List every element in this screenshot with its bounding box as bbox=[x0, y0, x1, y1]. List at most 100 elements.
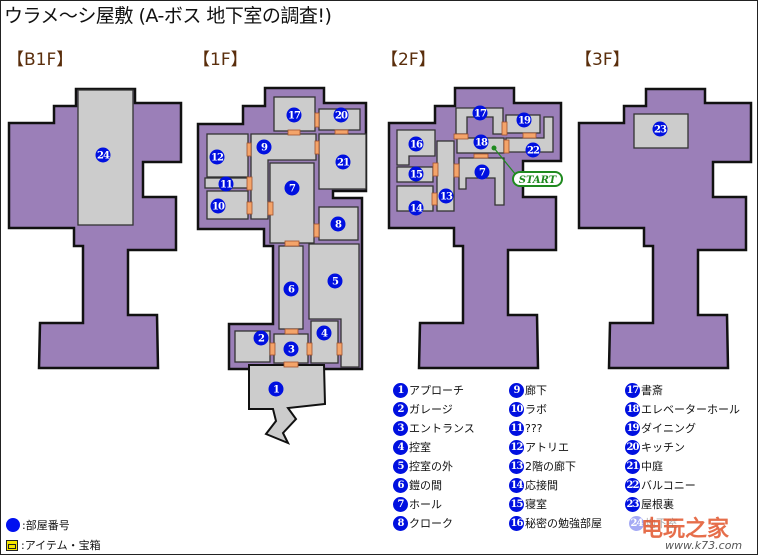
room-number: 24 bbox=[97, 151, 110, 162]
room-marker-14: 14 bbox=[408, 200, 424, 216]
room-number: 12 bbox=[211, 153, 224, 164]
room-marker-19: 19 bbox=[516, 112, 532, 128]
room-marker-circle bbox=[473, 134, 489, 150]
room-4 bbox=[310, 320, 339, 364]
room-marker-circle bbox=[253, 330, 269, 346]
room-marker-23: 23 bbox=[652, 121, 668, 137]
room-marker-circle bbox=[218, 176, 234, 192]
legend-label: 廊下 bbox=[525, 384, 547, 397]
legend-label: 応接間 bbox=[525, 479, 558, 492]
room-marker-circle bbox=[327, 273, 343, 289]
legend-number: 22 bbox=[625, 477, 640, 493]
door bbox=[473, 153, 489, 159]
room-number: 14 bbox=[410, 204, 423, 215]
door bbox=[246, 201, 253, 215]
room-1 bbox=[248, 364, 327, 445]
floor-label-3f: 【3F】 bbox=[575, 50, 630, 70]
room-marker-circle bbox=[438, 188, 454, 204]
room-marker-8: 8 bbox=[330, 216, 346, 232]
legend-number: 4 bbox=[393, 439, 408, 455]
door bbox=[336, 342, 343, 356]
page-title: ウラメ〜シ屋敷 (A-ボス 地下室の調査!) bbox=[4, 5, 332, 27]
room-number: 16 bbox=[410, 140, 423, 151]
start-pointer-line bbox=[493, 147, 517, 176]
room-marker-circle bbox=[408, 166, 424, 182]
room-number: 13 bbox=[440, 192, 453, 203]
legend-label: 寝室 bbox=[525, 498, 547, 511]
room-number-marker-icon bbox=[6, 518, 20, 532]
legend-number: 24 bbox=[629, 515, 644, 531]
room-marker-circle bbox=[286, 107, 302, 123]
watermark-brand: 电玩之家 bbox=[641, 517, 730, 542]
legend-number: 9 bbox=[509, 382, 524, 398]
room-marker-15: 15 bbox=[408, 166, 424, 182]
room-7-1f bbox=[269, 162, 315, 244]
legend-label: ラボ bbox=[525, 403, 547, 416]
building-2f bbox=[387, 86, 563, 370]
legend-number: 2 bbox=[393, 401, 408, 417]
door bbox=[432, 162, 439, 177]
door bbox=[314, 112, 320, 128]
door bbox=[334, 129, 349, 135]
room-number: 7 bbox=[289, 184, 296, 195]
room-number: 11 bbox=[220, 180, 232, 191]
door bbox=[453, 163, 460, 178]
legend-number: 10 bbox=[509, 401, 524, 417]
room-marker-circle bbox=[333, 107, 349, 123]
legend-label: ??? bbox=[525, 421, 543, 435]
legend-number: 14 bbox=[509, 477, 524, 493]
room-marker-circle bbox=[652, 121, 668, 137]
legend-number: 15 bbox=[509, 496, 524, 512]
room-number: 15 bbox=[410, 170, 423, 181]
legend-number: 3 bbox=[393, 420, 408, 436]
room-marker-5: 5 bbox=[327, 273, 343, 289]
building-3f bbox=[577, 87, 753, 370]
room-marker-2: 2 bbox=[253, 330, 269, 346]
room-number: 17 bbox=[474, 109, 487, 120]
key-item-chest: :アイテム・宝箱 bbox=[6, 537, 101, 553]
room-9 bbox=[250, 133, 317, 220]
legend-number: 12 bbox=[509, 439, 524, 455]
floor-label-2f: 【2F】 bbox=[381, 50, 436, 70]
legend-label: 秘密の勉強部屋 bbox=[525, 517, 602, 530]
legend-label: 控室 bbox=[409, 441, 431, 454]
room-number: 17 bbox=[288, 111, 301, 122]
door bbox=[431, 192, 438, 206]
room-marker-circle bbox=[516, 112, 532, 128]
start-label: START bbox=[519, 175, 558, 186]
floor-label-b1f: 【B1F】 bbox=[7, 50, 74, 70]
door bbox=[267, 201, 274, 216]
room-marker-circle bbox=[95, 147, 111, 163]
room-5 bbox=[308, 243, 360, 368]
room-marker-circle bbox=[209, 149, 225, 165]
start-point-icon bbox=[491, 145, 497, 151]
room-marker-3: 3 bbox=[283, 341, 299, 357]
legend-label: エレベーターホール bbox=[641, 403, 740, 416]
room-number: 5 bbox=[332, 277, 339, 288]
room-marker-12: 12 bbox=[209, 149, 225, 165]
door bbox=[284, 328, 299, 335]
room-marker-circle bbox=[316, 325, 332, 341]
room-number: 20 bbox=[335, 111, 348, 122]
room-marker-21: 21 bbox=[335, 154, 351, 170]
legend-number: 19 bbox=[625, 420, 640, 436]
legend-label: クローク bbox=[409, 517, 453, 530]
legend-number: 11 bbox=[509, 420, 524, 436]
floor-label-1f: 【1F】 bbox=[193, 50, 248, 70]
room-8 bbox=[318, 206, 359, 241]
room-marker-circle bbox=[283, 281, 299, 297]
room-number: 7 bbox=[479, 168, 486, 179]
legend-label: キッチン bbox=[641, 441, 685, 454]
